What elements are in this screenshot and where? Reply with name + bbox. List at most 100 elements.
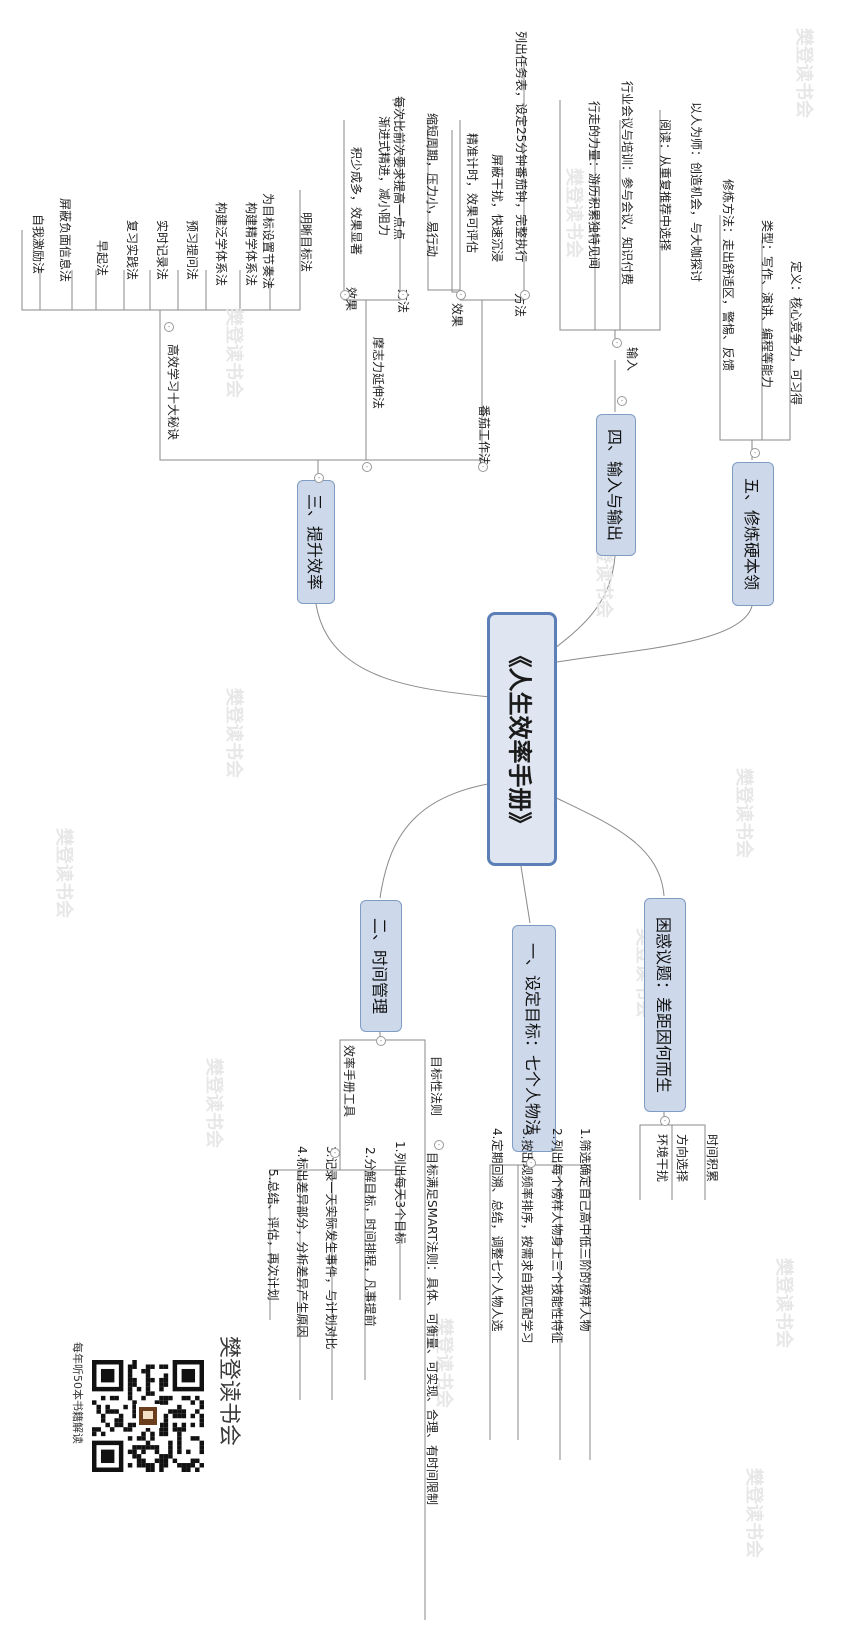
qr-module — [132, 1409, 137, 1414]
qr-module — [150, 1391, 155, 1396]
qr-module — [141, 1436, 146, 1441]
qr-module — [177, 1427, 182, 1432]
qr-module — [127, 1386, 133, 1392]
branch-puzzle[interactable]: 困惑议题：差距因何而生 — [644, 898, 686, 1112]
qr-module — [150, 1445, 155, 1450]
qr-module — [159, 1377, 164, 1383]
connector — [159, 190, 301, 330]
qr-module — [159, 1431, 164, 1437]
qr-module — [154, 1458, 160, 1464]
watermark-logo: 樊登读书会 — [203, 1058, 224, 1148]
branch-efficiency[interactable]: 三、提升效率 — [297, 480, 335, 604]
branch-label: 二、时间管理 — [370, 917, 390, 1015]
brand-name: 樊登读书会 — [216, 1336, 241, 1447]
qr-module — [141, 1445, 146, 1450]
collapse-toggle-icon[interactable]: - — [617, 396, 627, 406]
qr-module — [141, 1449, 146, 1455]
qr-module — [145, 1391, 151, 1396]
qr-module — [118, 1413, 124, 1419]
collapse-toggle-icon[interactable]: - — [612, 338, 622, 348]
qr-module — [177, 1404, 182, 1410]
collapse-toggle-icon[interactable]: - — [520, 290, 530, 300]
qr-module — [163, 1364, 169, 1369]
qr-module — [136, 1454, 142, 1459]
collapse-toggle-icon[interactable]: - — [750, 448, 760, 458]
qr-module — [141, 1463, 146, 1468]
qr-module — [172, 1422, 178, 1428]
qr-module — [127, 1463, 133, 1468]
connector — [343, 120, 366, 301]
qr-module — [190, 1413, 196, 1419]
collapse-toggle-icon[interactable]: - — [164, 322, 174, 332]
qr-module — [154, 1400, 160, 1405]
qr-module — [177, 1440, 182, 1446]
collapse-toggle-icon[interactable]: - — [434, 1140, 444, 1150]
collapse-toggle-icon[interactable]: - — [456, 290, 466, 300]
qr-module — [159, 1400, 164, 1405]
qr-module — [132, 1449, 137, 1455]
qr-module — [177, 1409, 182, 1414]
qr-module — [195, 1395, 200, 1401]
qr-module — [150, 1431, 155, 1437]
qr-module — [100, 1395, 106, 1401]
qr-module — [92, 1427, 97, 1432]
watermark-logo: 樊登读书会 — [743, 1468, 764, 1558]
collapse-toggle-icon[interactable]: - — [330, 1148, 340, 1158]
leaf: 预习提问法 — [185, 220, 199, 281]
collapse-toggle-icon[interactable]: - — [526, 1158, 536, 1168]
qr-module — [136, 1386, 142, 1392]
qr-module — [127, 1422, 133, 1428]
qr-module — [190, 1458, 196, 1464]
qr-module — [163, 1382, 169, 1387]
qr-module — [145, 1427, 151, 1432]
watermark-logo: 樊登读书会 — [53, 828, 74, 918]
collapse-toggle-icon[interactable]: - — [398, 290, 408, 300]
branch-hard-skills[interactable]: 五、修炼硬本领 — [732, 462, 774, 606]
qr-module — [177, 1445, 182, 1450]
leaf: 类型：写作、演讲、编程等能力 — [760, 220, 774, 389]
collapse-toggle-icon[interactable]: - — [478, 462, 488, 472]
slogan: 每年听50本书籍解读 — [71, 1342, 84, 1444]
branch-label: 困惑议题：差距因何而生 — [654, 916, 674, 1094]
collapse-toggle-icon[interactable]: - — [376, 1036, 386, 1046]
connector — [159, 330, 318, 461]
branch-time-management[interactable]: 二、时间管理 — [360, 900, 402, 1032]
collapse-toggle-icon[interactable]: - — [362, 462, 372, 472]
qr-module — [190, 1422, 196, 1428]
connector — [339, 1160, 401, 1300]
qr-module — [163, 1400, 169, 1405]
qr-module — [114, 1422, 119, 1428]
qr-module — [105, 1409, 110, 1414]
qr-module — [145, 1382, 151, 1387]
group-label: 摩志力延伸法 — [371, 337, 385, 410]
qr-module — [150, 1463, 155, 1468]
qr-module — [181, 1395, 187, 1401]
branch-input-output[interactable]: 四、输入与输出 — [596, 414, 636, 556]
watermark-logo: 樊登读书会 — [223, 688, 244, 778]
collapse-toggle-icon[interactable]: - — [660, 1116, 670, 1126]
leaf: 以人为师：创造机会，与大咖探讨 — [689, 102, 703, 283]
qr-module — [163, 1454, 169, 1459]
connector — [318, 420, 367, 461]
qr-module — [145, 1440, 151, 1446]
qr-module — [132, 1413, 137, 1419]
qr-module — [199, 1463, 204, 1468]
qr-module — [109, 1395, 115, 1401]
root-node[interactable]: 《人生效率手册》 — [487, 612, 557, 866]
connector — [531, 1150, 591, 1460]
qr-module — [145, 1463, 151, 1468]
branch-label: 三、提升效率 — [305, 493, 325, 591]
connector — [451, 130, 460, 293]
qr-module — [168, 1440, 173, 1446]
collapse-toggle-icon[interactable]: - — [340, 290, 350, 300]
qr-module — [163, 1377, 169, 1383]
qr-module — [132, 1400, 137, 1405]
connector — [639, 1124, 664, 1200]
connector — [317, 410, 483, 478]
collapse-toggle-icon[interactable]: - — [314, 473, 324, 483]
qr-module — [132, 1382, 137, 1387]
qr-module — [118, 1422, 124, 1428]
leaf: 为目标设置节奏法 — [261, 193, 275, 290]
branch-goal-setting[interactable]: 一、设定目标：七个人物法 — [512, 925, 556, 1152]
